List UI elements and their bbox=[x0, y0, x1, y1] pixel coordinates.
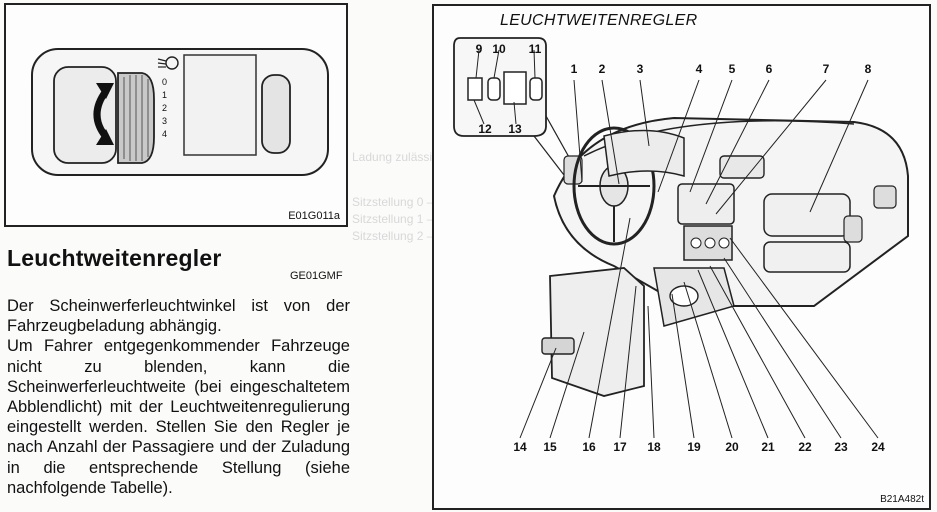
callout-19: 19 bbox=[687, 440, 701, 454]
scale-label-1: 1 bbox=[162, 90, 168, 100]
figure-title: LEUCHTWEITENREGLER bbox=[500, 12, 698, 29]
callout-15: 15 bbox=[543, 440, 557, 454]
callout-13: 13 bbox=[508, 122, 522, 136]
callout-5: 5 bbox=[728, 62, 736, 76]
callout-14: 14 bbox=[513, 440, 527, 454]
paragraph-1: Der Scheinwerferleuchtwinkel ist von der… bbox=[7, 297, 350, 336]
callout-8: 8 bbox=[864, 62, 872, 76]
dial-illustration: 0 1 2 3 4 E01G011a bbox=[4, 3, 348, 227]
dial-drawing bbox=[31, 48, 329, 176]
callout-22: 22 bbox=[798, 440, 812, 454]
callout-24: 24 bbox=[871, 440, 885, 454]
show-through-text: Ladung zulässig bbox=[352, 150, 439, 164]
callout-11: 11 bbox=[528, 42, 542, 56]
dashboard-drawing bbox=[453, 37, 909, 439]
scale-label-4: 4 bbox=[162, 129, 168, 139]
figure-code: B21A482t bbox=[880, 494, 924, 505]
callout-16: 16 bbox=[582, 440, 596, 454]
callout-3: 3 bbox=[636, 62, 644, 76]
figure-code: E01G011a bbox=[288, 210, 340, 222]
callout-17: 17 bbox=[613, 440, 627, 454]
callout-4: 4 bbox=[695, 62, 703, 76]
callout-18: 18 bbox=[647, 440, 661, 454]
body-text: Der Scheinwerferleuchtwinkel ist von der… bbox=[7, 296, 350, 498]
callout-7: 7 bbox=[822, 62, 830, 76]
scale-label-0: 0 bbox=[162, 77, 168, 87]
callout-21: 21 bbox=[761, 440, 775, 454]
callout-6: 6 bbox=[765, 62, 773, 76]
dashboard-illustration: LEUCHTWEITENREGLER 9 10 11 12 13 1 2 3 4… bbox=[432, 4, 931, 510]
section-code: GE01GMF bbox=[290, 270, 343, 282]
callout-9: 9 bbox=[475, 42, 483, 56]
section-heading: Leuchtweitenregler bbox=[7, 245, 222, 271]
scale-label-3: 3 bbox=[162, 116, 168, 126]
callout-23: 23 bbox=[834, 440, 848, 454]
paragraph-2: Um Fahrer entgegenkommender Fahrzeuge ni… bbox=[7, 337, 350, 497]
callout-20: 20 bbox=[725, 440, 739, 454]
scale-label-2: 2 bbox=[162, 103, 168, 113]
callout-12: 12 bbox=[478, 122, 492, 136]
callout-10: 10 bbox=[492, 42, 506, 56]
callout-1: 1 bbox=[570, 62, 578, 76]
callout-2: 2 bbox=[598, 62, 606, 76]
